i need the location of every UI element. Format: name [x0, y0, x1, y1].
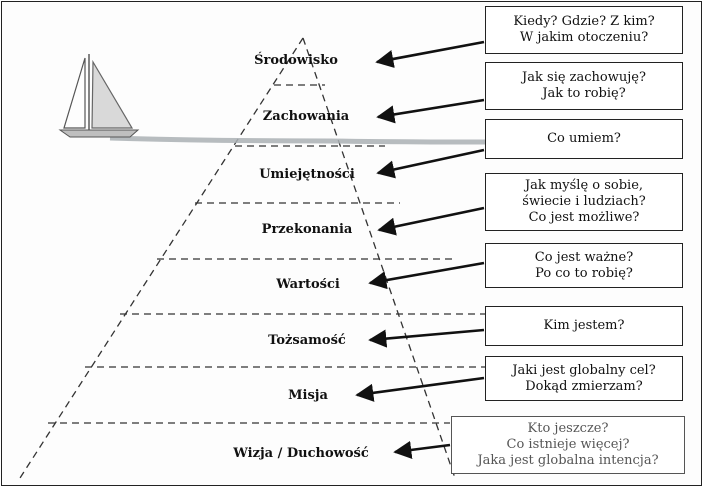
- question-line: Jak myślę o sobie,: [524, 178, 644, 193]
- question-line: świecie i ludziach?: [522, 194, 646, 209]
- level-label-wartosci: Wartości: [276, 277, 340, 292]
- question-line: W jakim otoczeniu?: [519, 30, 649, 45]
- level-separators: [48, 84, 515, 424]
- pyramid-left-edge: [19, 37, 304, 479]
- level-label-przekonania: Przekonania: [261, 222, 353, 237]
- pyramid-right-edge: [302, 37, 456, 479]
- level-label-umiejetnosci: Umiejętności: [259, 167, 355, 182]
- arrows: [355, 40, 485, 459]
- sailboat-icon: [58, 54, 140, 138]
- question-line: Co istnieje więcej?: [506, 437, 630, 452]
- question-box-tozsamosc: Kim jestem?: [485, 306, 683, 346]
- question-box-wizja-duchowosc: Kto jeszcze? Co istnieje więcej? Jaka je…: [451, 416, 685, 474]
- question-line: Jak to robię?: [542, 86, 626, 101]
- question-line: Jak się zachowuję?: [522, 70, 646, 85]
- question-line: Kiedy? Gdzie? Z kim?: [513, 14, 655, 29]
- question-box-przekonania: Jak myślę o sobie, świecie i ludziach? C…: [485, 173, 683, 231]
- question-line: Co jest ważne?: [534, 249, 634, 265]
- question-line: Kto jeszcze?: [527, 421, 609, 436]
- question-line: Jaki jest globalny cel?: [512, 362, 656, 378]
- question-line: Jaka jest globalna intencja?: [477, 453, 659, 468]
- waterline: [109, 135, 486, 145]
- question-line: Dokąd zmierzam?: [525, 378, 643, 394]
- question-box-umiejetnosci: Co umiem?: [485, 119, 683, 159]
- level-label-misja: Misja: [288, 388, 328, 403]
- question-line: Kim jestem?: [543, 318, 625, 333]
- question-line: Co jest możliwe?: [528, 210, 640, 225]
- question-box-wartosci: Co jest ważne? Po co to robię?: [485, 243, 683, 288]
- question-box-misja: Jaki jest globalny cel? Dokąd zmierzam?: [485, 356, 683, 401]
- question-line: Co umiem?: [547, 131, 621, 146]
- question-line: Po co to robię?: [535, 265, 633, 281]
- level-label-tozsamosc: Tożsamość: [268, 333, 346, 348]
- level-label-wizja-duchowosc: Wizja / Duchowość: [233, 446, 369, 461]
- question-box-zachowania: Jak się zachowuję? Jak to robię?: [485, 62, 683, 110]
- question-box-srodowisko: Kiedy? Gdzie? Z kim? W jakim otoczeniu?: [485, 6, 683, 54]
- level-label-zachowania: Zachowania: [262, 109, 350, 124]
- level-label-srodowisko: Środowisko: [254, 53, 338, 68]
